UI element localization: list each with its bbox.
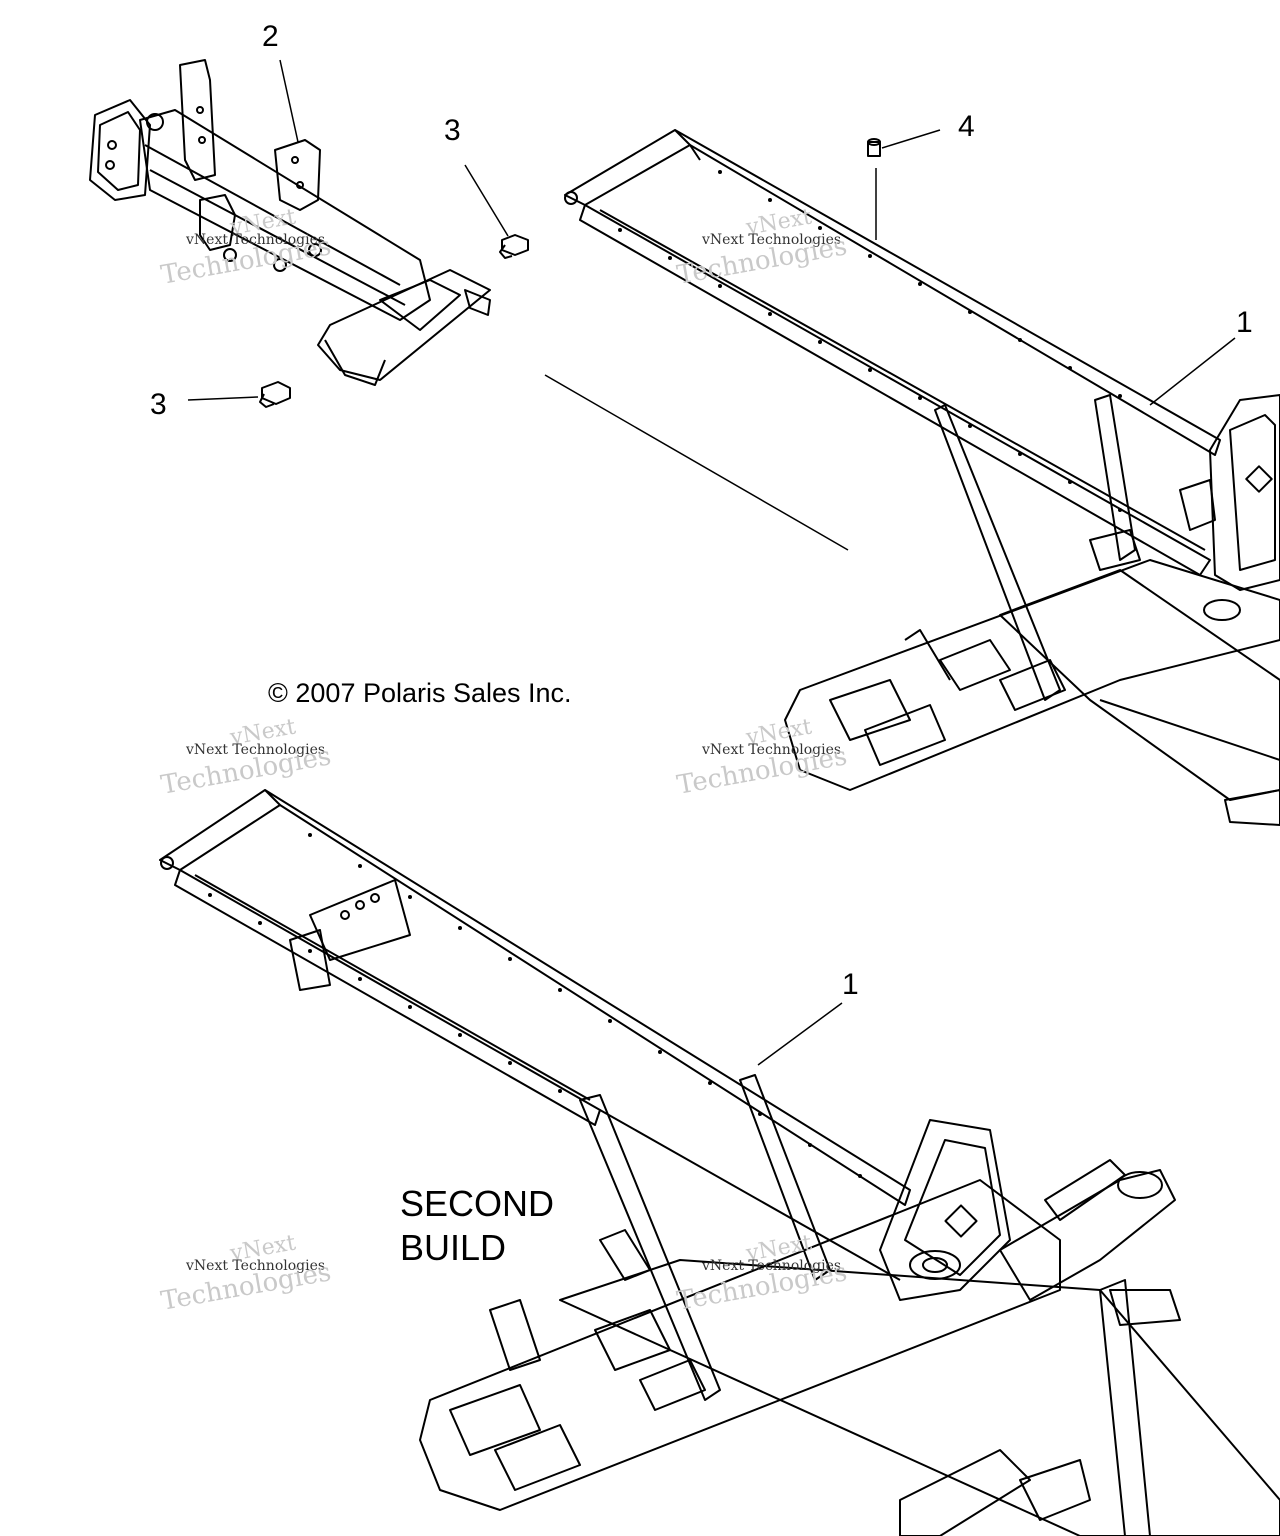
callout-3-upper: 3 [444, 114, 461, 147]
second-build-line1: SECOND [400, 1183, 555, 1224]
leader-lines [187, 59, 1236, 1066]
callout-1-top: 1 [1236, 306, 1253, 339]
callout-1-bottom: 1 [842, 968, 859, 1001]
rear-bracket-assembly [89, 59, 491, 386]
bolt-icon [499, 234, 529, 259]
callout-2: 2 [262, 20, 279, 53]
clip-icon [867, 138, 881, 157]
callout-3-lower: 3 [150, 388, 167, 421]
copyright-notice: © 2007 Polaris Sales Inc. [268, 678, 572, 708]
second-build-label: SECOND BUILD [400, 1182, 554, 1270]
callout-4: 4 [958, 110, 975, 143]
main-frame-second-build [159, 789, 1280, 1536]
bolt-icon [259, 381, 291, 408]
second-build-line2: BUILD [400, 1227, 507, 1268]
main-frame-first-build [564, 129, 1280, 826]
